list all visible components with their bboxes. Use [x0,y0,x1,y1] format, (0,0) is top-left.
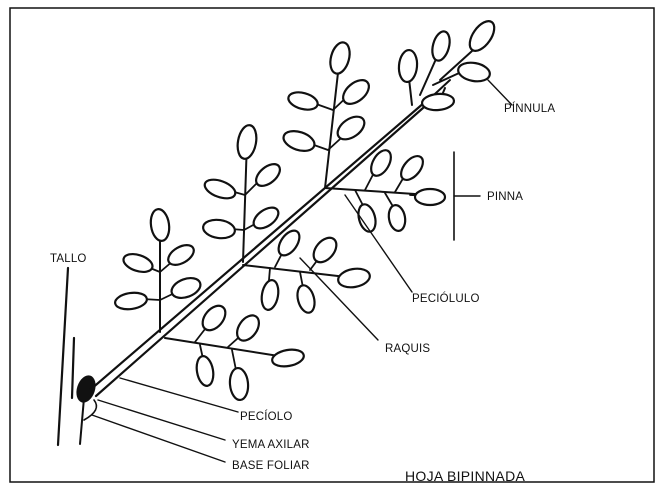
label-peciolo: PECÍOLO [240,410,293,423]
leader-yema-axilar [98,400,225,440]
pinna-terminal [398,17,499,111]
label-peciolulo: PECIÓLULO [412,292,480,305]
pinnule-highlighted [457,60,492,83]
pinna-upper-left [281,40,373,188]
pinna-upper-right [325,147,445,234]
label-yema-axilar: YEMA AXILAR [232,439,310,451]
label-raquis: RAQUIS [385,343,430,355]
leader-pinnula [488,80,512,105]
label-pinna: PINNA [487,191,523,203]
label-tallo: TALLO [50,253,87,265]
label-pinnula: PÍNNULA [504,102,555,115]
diagram-title: HOJA BIPINNADA [405,468,525,484]
pinna-middle-right [243,227,371,315]
leader-peciolo [120,378,238,412]
label-base-foliar: BASE FOLIAR [232,460,310,472]
leader-base-foliar [92,415,225,462]
stem [58,268,96,445]
